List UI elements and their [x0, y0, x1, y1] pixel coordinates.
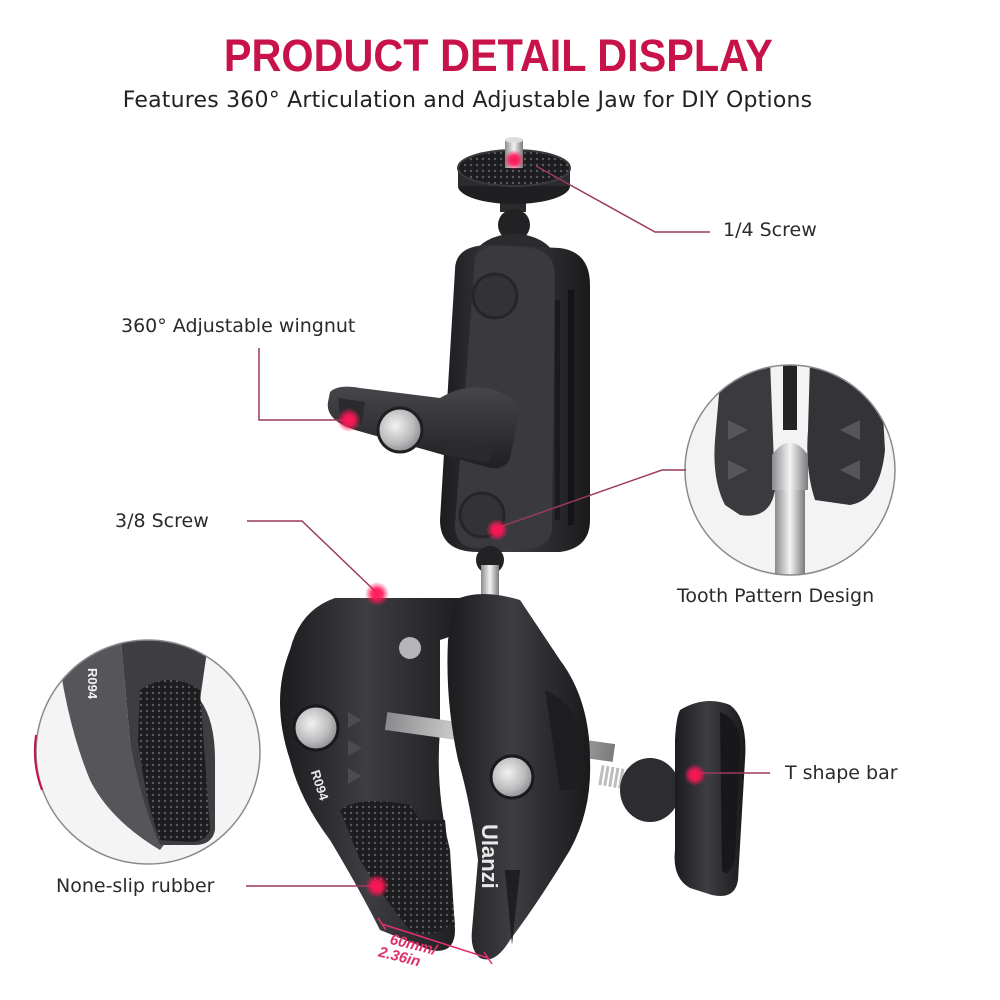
- t-shape-bar-knob: [620, 701, 746, 896]
- callout-none-slip-rubber: None-slip rubber: [56, 875, 215, 897]
- inset-model-mark: R094: [85, 668, 100, 700]
- leader-lines: [246, 165, 770, 965]
- tooth-pattern-inset: [684, 364, 896, 576]
- callout-three-eighths-screw: 3/8 Screw: [115, 510, 209, 532]
- clamp-right-jaw: [447, 594, 591, 960]
- page-subtitle: Features 360° Articulation and Adjustabl…: [122, 88, 813, 113]
- callout-wingnut: 360° Adjustable wingnut: [121, 315, 356, 337]
- marker-dots: [337, 150, 706, 898]
- page-title: PRODUCT DETAIL DISPLAY: [223, 30, 773, 81]
- callout-tooth-pattern: Tooth Pattern Design: [677, 585, 875, 607]
- quarter-screw-plate: [457, 137, 571, 212]
- brand-mark: Ulanzi: [477, 824, 502, 889]
- rubber-inset: [33, 639, 261, 865]
- clamp-left-jaw: [280, 598, 473, 951]
- callout-quarter-screw: 1/4 Screw: [723, 219, 817, 241]
- callout-t-shape-bar: T shape bar: [785, 762, 898, 784]
